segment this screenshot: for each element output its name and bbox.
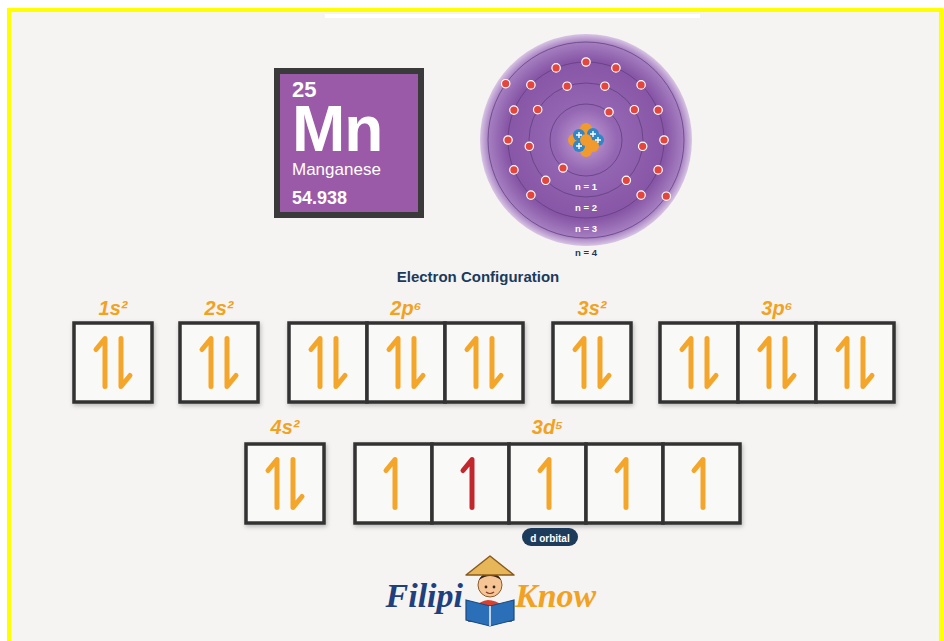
subshell-group: 3p⁶ bbox=[659, 297, 895, 404]
element-text: Mn bbox=[292, 100, 406, 158]
electrons bbox=[502, 58, 671, 201]
spin-arrows bbox=[96, 339, 872, 508]
element-text: Manganese bbox=[292, 160, 406, 180]
logo-word: Know bbox=[515, 577, 596, 615]
top-strip bbox=[325, 14, 700, 18]
yellow-frame bbox=[9, 10, 941, 641]
subshell-label: 2p⁶ bbox=[288, 297, 524, 319]
shell-rings bbox=[488, 42, 684, 238]
subshell-label: 1s² bbox=[73, 297, 153, 319]
element-text: 25 bbox=[292, 78, 406, 102]
shell-label: n = 1 bbox=[575, 181, 597, 192]
logo-word: Filipi bbox=[386, 577, 463, 615]
shell-label: n = 4 bbox=[575, 247, 597, 258]
subshell-group: 2p⁶ bbox=[288, 297, 524, 404]
nucleus bbox=[568, 123, 604, 157]
shell-label: n = 2 bbox=[575, 202, 597, 213]
subshell-label: 3p⁶ bbox=[659, 297, 895, 319]
subshell-label: 3d⁵ bbox=[354, 416, 741, 438]
subshell-group: 2s² bbox=[179, 297, 259, 404]
atom-illustration bbox=[480, 34, 692, 246]
subshell-label: 4s² bbox=[245, 416, 325, 438]
subshell-group: 4s² bbox=[245, 416, 325, 524]
orbital-tag: d orbital bbox=[522, 528, 578, 546]
shell-label: n = 3 bbox=[575, 223, 597, 234]
diagram-title: Electron Configuration bbox=[397, 268, 560, 285]
page-ground bbox=[11, 12, 939, 641]
orbital-boxes bbox=[74, 323, 894, 523]
subshell-label: 3s² bbox=[552, 297, 632, 319]
subshell-group: 3s² bbox=[552, 297, 632, 404]
tag-text: d orbital bbox=[530, 530, 569, 548]
subshell-label: 2s² bbox=[179, 297, 259, 319]
subshell-group: 1s² bbox=[73, 297, 153, 404]
element-tile: 25MnManganese 54.938 bbox=[274, 68, 424, 218]
subshell-group: 3d⁵ bbox=[354, 416, 741, 524]
atom-glow bbox=[480, 34, 692, 246]
element-text: 54.938 bbox=[292, 186, 406, 210]
logo-mascot bbox=[466, 556, 514, 626]
